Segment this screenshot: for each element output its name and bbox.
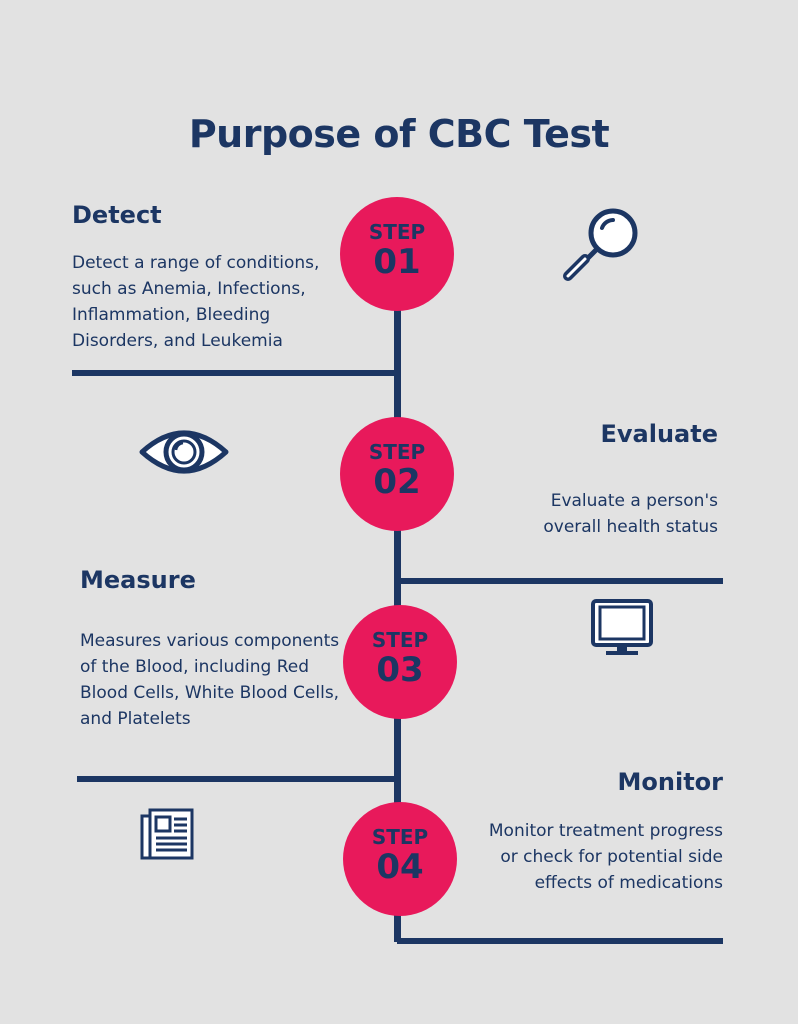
newspaper-icon (140, 808, 194, 860)
magnifier-icon (563, 208, 638, 281)
monitor-description: Monitor treatment progress or check for … (488, 821, 723, 893)
step-label: STEP (368, 440, 426, 464)
step-number: 02 (373, 462, 421, 502)
page-title: Purpose of CBC Test (188, 112, 610, 156)
step-badge-4: STEP 04 (343, 802, 457, 916)
branch-line-3 (77, 776, 397, 782)
measure-heading: Measure (80, 566, 196, 594)
detect-description: Detect a range of conditions, such as An… (72, 253, 320, 351)
eye-icon (139, 430, 229, 474)
measure-description: Measures various components of the Blood… (80, 631, 340, 729)
step-number: 01 (373, 242, 421, 282)
branch-line-4 (397, 938, 723, 944)
step-number: 04 (376, 847, 424, 887)
evaluate-description: Evaluate a person's overall health statu… (543, 491, 718, 537)
monitor-heading: Monitor (617, 768, 723, 796)
step-label: STEP (368, 220, 426, 244)
branch-line-2 (397, 578, 723, 584)
step-label: STEP (371, 825, 429, 849)
branch-line-1 (72, 370, 397, 376)
step-badge-3: STEP 03 (343, 605, 457, 719)
monitor-icon (591, 599, 653, 655)
detect-heading: Detect (72, 201, 162, 229)
evaluate-heading: Evaluate (600, 420, 719, 448)
step-number: 03 (376, 650, 424, 690)
step-label: STEP (371, 628, 429, 652)
step-badge-1: STEP 01 (340, 197, 454, 311)
step-badge-2: STEP 02 (340, 417, 454, 531)
